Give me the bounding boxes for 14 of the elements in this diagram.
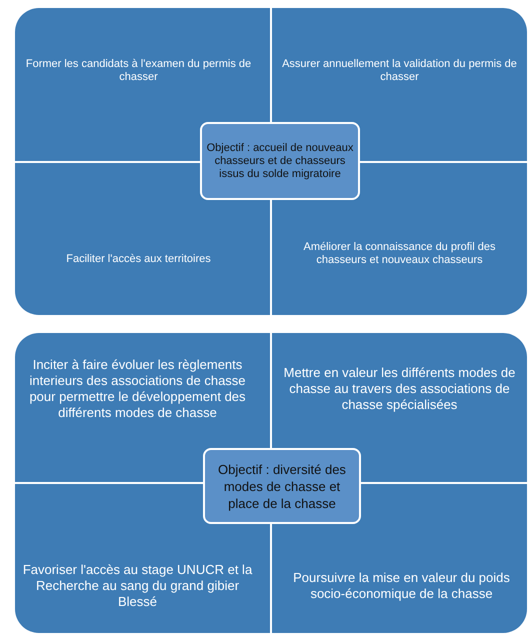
quadrant-text: Former les candidats à l'examen du permis de chasser xyxy=(24,58,252,84)
objective-text: Objectif : diversité des modes de chasse et place de la chasse xyxy=(217,460,347,512)
quadrant-text: Assurer annuellement la validation du permis de chasser xyxy=(281,58,518,84)
quadrant-text: Inciter à faire évoluer les règlements interieurs des associations de chasse pour permettre le développement des différents modes de chasse xyxy=(28,357,247,421)
quadrant-text: Favoriser l'accès au stage UNUCR et la Recherche au sang du grand gibier Blessé xyxy=(22,562,254,610)
quadrant-text: Poursuivre la mise en valeur du poids socio-économique de la chasse xyxy=(292,570,511,602)
quadrant-text: Améliorer la connaissance du profil des chasseurs et nouveaux chasseurs xyxy=(302,240,496,266)
objective-box xyxy=(200,122,360,200)
quadrant-text: Faciliter l'accès aux territoires xyxy=(66,252,211,266)
quadrant-text: Mettre en valeur les différents modes de chasse au travers des associations de chasse spécialisées xyxy=(282,365,516,413)
quadrant-panel xyxy=(15,333,270,482)
quadrant-panel xyxy=(272,333,527,482)
objective-text: Objectif : accueil de nouveaux chasseurs et de chasseurs issus du solde migratoire xyxy=(206,142,354,180)
objective-box xyxy=(203,448,361,524)
